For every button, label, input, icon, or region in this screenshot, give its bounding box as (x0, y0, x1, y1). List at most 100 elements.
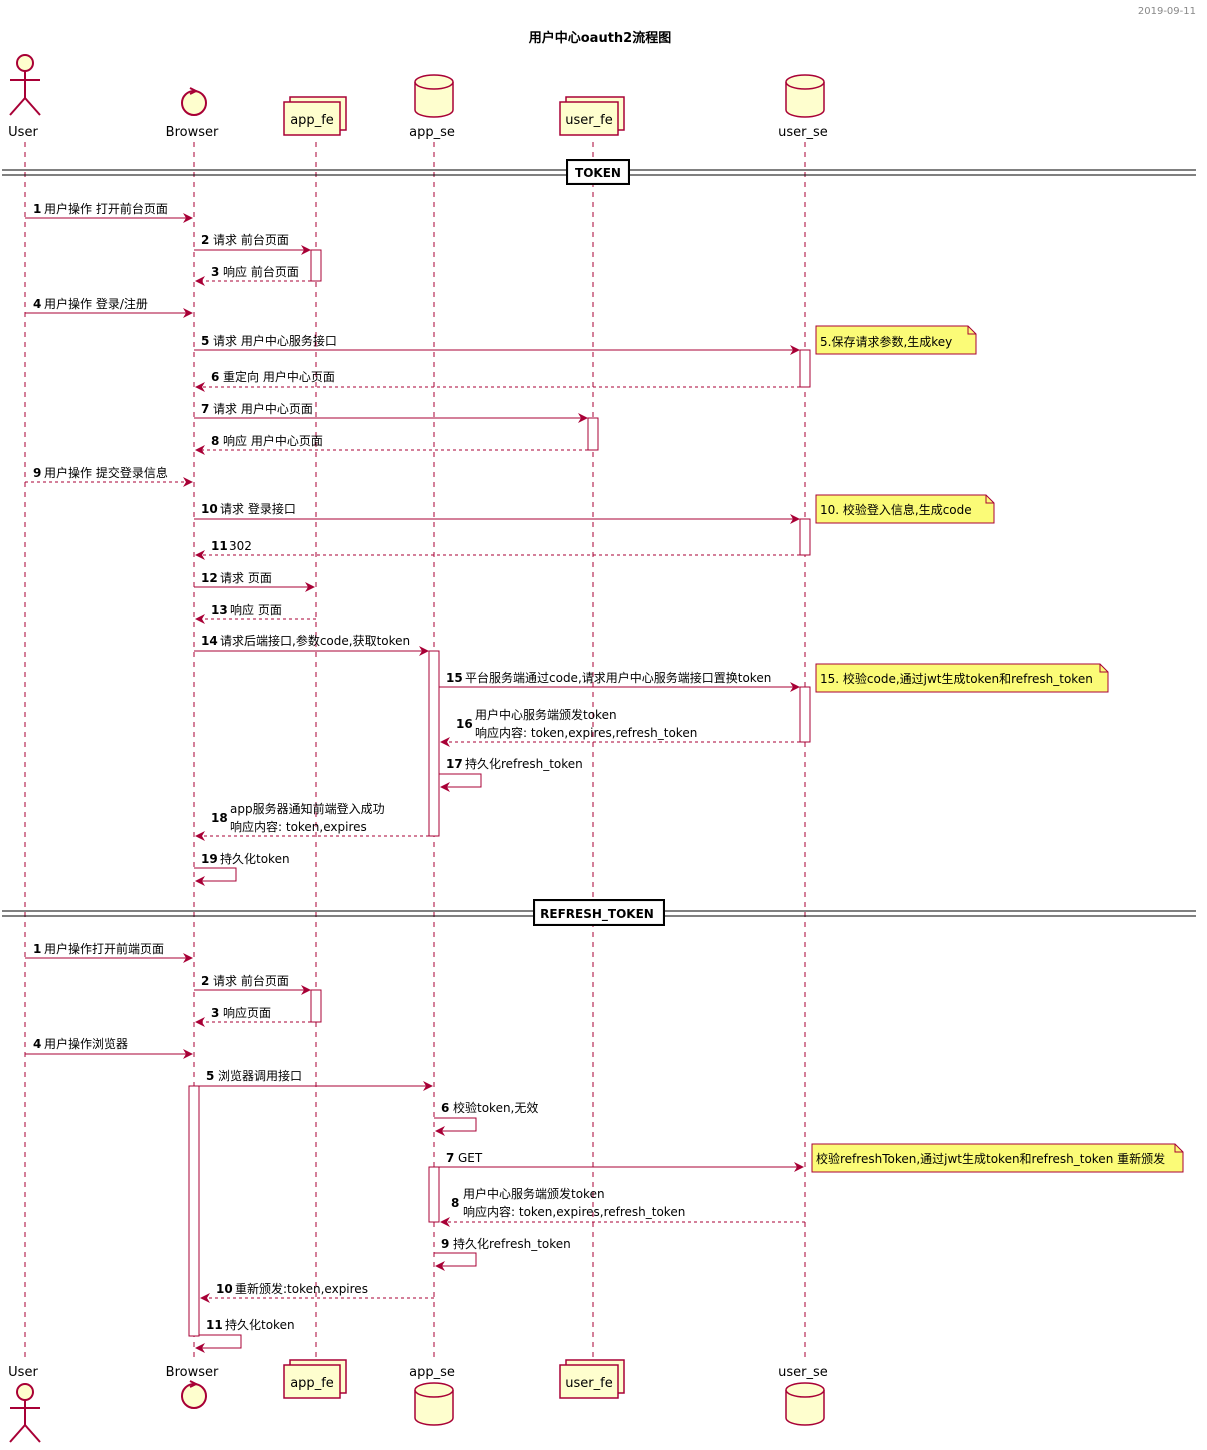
message-label: GET (458, 1151, 483, 1165)
section-divider-token (2, 159, 1196, 185)
participant-browser-label-top: Browser (166, 125, 219, 140)
message-refresh-10: 10 重新颁发:token,expires (200, 1281, 434, 1303)
message-number: 17 (446, 757, 463, 771)
message-refresh-9: 9 持久化refresh_token (434, 1236, 571, 1271)
participant-app-fe-top (283, 96, 347, 136)
message-number: 8 (451, 1196, 459, 1210)
message-number: 7 (201, 402, 209, 416)
activation-browser-1 (188, 1085, 200, 1337)
message-refresh-4: 4 用户操作浏览器 (25, 1036, 193, 1059)
message-number: 15 (446, 671, 463, 685)
participant-user-se-bottom (785, 1382, 825, 1426)
message-label: 持久化token (220, 851, 290, 866)
note-token-15: 15. 校验code,通过jwt生成token和refresh_token (815, 663, 1109, 693)
message-token-17: 17 持久化refresh_token (439, 756, 583, 792)
message-number: 4 (33, 297, 41, 311)
activation-user-se-3 (799, 686, 811, 743)
participant-user-label-top: User (8, 125, 38, 140)
message-number: 11 (206, 1318, 223, 1332)
section-label-refresh-token: REFRESH_TOKEN (540, 907, 654, 922)
participant-user-se-label-top: user_se (778, 125, 828, 140)
message-number: 2 (201, 233, 209, 247)
message-number: 5 (206, 1069, 214, 1083)
message-token-12: 12 请求 页面 (194, 571, 315, 592)
message-number: 14 (201, 634, 218, 648)
message-token-15: 15 平台服务端通过code,请求用户中心服务端接口置换token (439, 670, 800, 692)
message-number: 1 (33, 202, 41, 216)
participant-user-se-top (785, 74, 825, 118)
message-label: 用户中心服务端颁发token (463, 1186, 605, 1201)
message-label: 用户操作浏览器 (44, 1036, 128, 1051)
activation-app-se-2 (428, 1166, 440, 1223)
message-refresh-11: 11 持久化token (195, 1317, 295, 1353)
message-refresh-6: 6 校验token,无效 (434, 1100, 538, 1136)
participant-user-se-label-bottom: user_se (778, 1365, 828, 1380)
section-label-token: TOKEN (575, 166, 621, 180)
activation-bars (188, 249, 811, 1337)
participant-user-fe-label-top: user_fe (565, 113, 612, 128)
participant-app-fe-label-bottom: app_fe (290, 1376, 334, 1391)
participant-user-label-bottom: User (8, 1365, 38, 1380)
participant-app-fe-label-top: app_fe (290, 113, 334, 128)
note-text: 15. 校验code,通过jwt生成token和refresh_token (820, 671, 1093, 686)
lifelines (24, 142, 806, 1362)
note-text: 5.保存请求参数,生成key (820, 334, 952, 349)
message-label: 用户操作 登录/注册 (44, 296, 148, 311)
message-number: 2 (201, 974, 209, 988)
message-token-10: 10 请求 登录接口 (194, 501, 800, 524)
message-token-9: 9 用户操作 提交登录信息 (25, 465, 193, 487)
diagram-date: 2019-09-11 (1138, 6, 1196, 17)
message-number: 3 (211, 1006, 219, 1020)
message-token-1: 1 用户操作 打开前台页面 (25, 201, 193, 223)
message-token-5: 5 请求 用户中心服务接口 (194, 333, 800, 355)
note-token-10: 10. 校验登入信息,生成code (815, 494, 995, 524)
activation-user-fe-1 (587, 417, 599, 451)
activation-app-se-1 (428, 650, 440, 837)
participant-app-se-bottom (414, 1382, 454, 1426)
message-refresh-2: 2 请求 前台页面 (194, 973, 311, 995)
message-number: 3 (211, 265, 219, 279)
message-number: 5 (201, 334, 209, 348)
message-number: 9 (33, 466, 41, 480)
message-refresh-3: 3 响应页面 (195, 1005, 311, 1027)
note-token-5: 5.保存请求参数,生成key (815, 325, 977, 355)
message-token-19: 19 持久化token (194, 851, 290, 886)
message-label: 重定向 用户中心页面 (223, 369, 335, 384)
message-label: 请求 前台页面 (213, 232, 289, 247)
participant-app-fe-bottom (283, 1359, 347, 1399)
participant-app-se-top (414, 74, 454, 118)
participant-user-fe-label-bottom: user_fe (565, 1376, 612, 1391)
message-label: 响应页面 (223, 1005, 271, 1020)
message-label: 请求 前台页面 (213, 973, 289, 988)
message-number: 7 (446, 1151, 454, 1165)
message-label: 响应内容: token,expires,refresh_token (463, 1204, 685, 1219)
message-number: 16 (456, 717, 473, 731)
message-label: 持久化refresh_token (453, 1236, 571, 1251)
message-label: 用户操作 提交登录信息 (44, 465, 168, 480)
participant-user-fe-bottom (559, 1359, 625, 1399)
message-number: 1 (33, 942, 41, 956)
message-label: 响应 用户中心页面 (223, 433, 323, 448)
message-label: 响应内容: token,expires (230, 819, 367, 834)
message-label: 响应 前台页面 (223, 264, 299, 279)
message-label: 响应内容: token,expires,refresh_token (475, 725, 697, 740)
message-number: 9 (441, 1237, 449, 1251)
activation-app-fe-1 (310, 249, 322, 282)
message-label: 用户操作打开前端页面 (44, 941, 164, 956)
message-label: 请求 页面 (220, 571, 272, 585)
message-label: 重新颁发:token,expires (235, 1281, 368, 1296)
message-token-8: 8 响应 用户中心页面 (195, 433, 588, 455)
message-token-3: 3 响应 前台页面 (195, 264, 311, 286)
message-number: 10 (201, 502, 218, 516)
message-label: 平台服务端通过code,请求用户中心服务端接口置换token (465, 670, 771, 685)
participant-user-fe-top (559, 96, 625, 136)
participant-browser-label-bottom: Browser (166, 1365, 219, 1380)
message-label: 校验token,无效 (453, 1100, 538, 1115)
message-number: 18 (211, 811, 228, 825)
activation-user-se-2 (799, 518, 811, 556)
message-number: 8 (211, 434, 219, 448)
message-refresh-5: 5 浏览器调用接口 (199, 1068, 433, 1091)
message-label: 请求 登录接口 (220, 501, 296, 516)
note-text: 校验refreshToken,通过jwt生成token和refresh_toke… (816, 1151, 1165, 1166)
